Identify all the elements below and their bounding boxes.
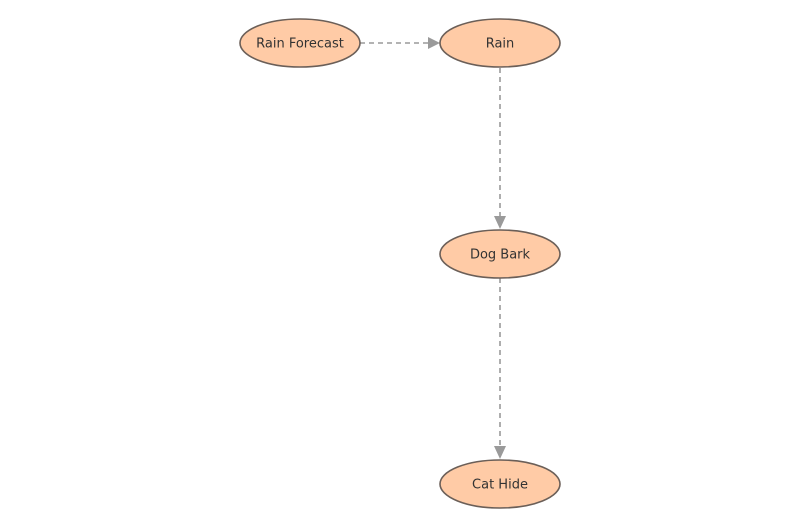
arrowhead-icon	[494, 216, 506, 229]
node-dog-bark[interactable]: Dog Bark	[439, 229, 561, 279]
arrowhead-icon	[494, 446, 506, 459]
arrowhead-icon	[428, 37, 440, 49]
node-cat-hide[interactable]: Cat Hide	[439, 459, 561, 509]
edge-rain-to-dog-bark	[494, 68, 506, 229]
node-label: Rain Forecast	[256, 37, 344, 52]
node-label: Cat Hide	[472, 478, 528, 493]
edge-dog-bark-to-cat-hide	[494, 278, 506, 459]
node-rain[interactable]: Rain	[439, 18, 561, 68]
node-label: Dog Bark	[470, 248, 531, 263]
edge-rain-forecast-to-rain	[360, 37, 440, 49]
node-rain-forecast[interactable]: Rain Forecast	[239, 18, 361, 68]
node-label: Rain	[486, 37, 515, 52]
